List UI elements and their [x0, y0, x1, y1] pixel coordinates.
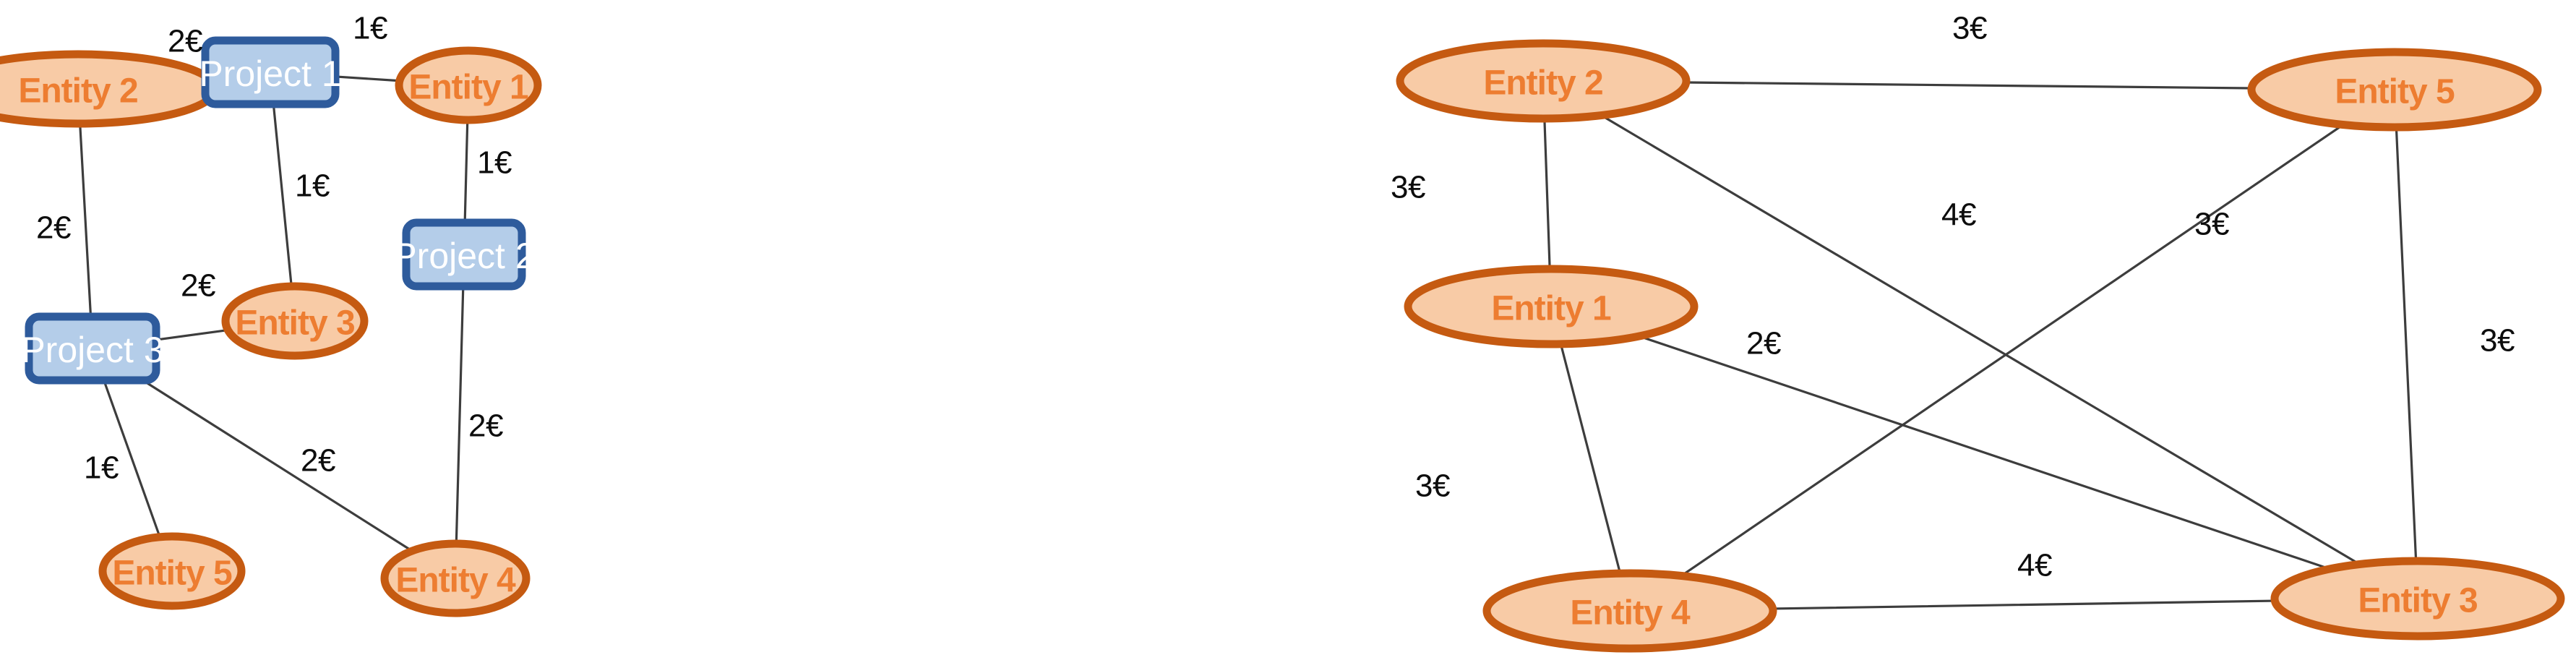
project-shape: [201, 36, 340, 108]
project-label: Project 2: [392, 236, 535, 276]
edge-l-e2-l-p3: [79, 122, 93, 318]
entity-label: Entity 2: [18, 72, 137, 111]
edge-r-e4-r-e3: [1772, 599, 2276, 610]
edge-weight-label: 1€: [477, 145, 512, 181]
entity-shape: [221, 282, 369, 360]
node-project-2[interactable]: Project 2: [392, 218, 536, 291]
entity-label: Entity 4: [395, 562, 516, 600]
edge-r-e2-r-e3: [1600, 114, 2361, 566]
node-shapes-group: Entity 2 Project 1 Entity 1 Project 2 Entity…: [0, 36, 2565, 653]
entity-shape: [2247, 48, 2542, 132]
node-project-1[interactable]: Project 1: [199, 36, 342, 108]
edge-l-p2-l-e4: [455, 285, 465, 545]
entity-label: Entity 3: [235, 304, 354, 343]
edge-r-e1-r-e4: [1559, 343, 1622, 575]
node-project-3[interactable]: Project 3: [21, 312, 164, 385]
project-shape: [402, 218, 526, 291]
edge-l-p1-l-e3: [272, 103, 293, 288]
project-label: Project 3: [21, 330, 163, 370]
entity-shape: [1396, 39, 1691, 123]
edge-weight-label: 3€: [1952, 11, 1987, 46]
edge-r-e1-r-e3: [1638, 335, 2331, 570]
entity-shape: [98, 532, 246, 610]
edge-l-p3-l-e5: [103, 379, 161, 539]
entity-shape: [1482, 569, 1777, 653]
edge-weight-label: 4€: [2017, 548, 2052, 583]
node-entity-3[interactable]: Entity 3: [221, 282, 369, 360]
entity-shape: [2270, 557, 2565, 641]
entity-label: Entity 5: [2335, 73, 2455, 111]
edge-lines-group: [79, 75, 2418, 610]
edge-weight-label: 2€: [468, 408, 503, 444]
edge-l-p1-l-e1: [334, 75, 401, 82]
edge-weight-label: 2€: [1746, 326, 1781, 361]
entity-shape: [395, 46, 542, 124]
edge-weight-label: 2€: [301, 443, 335, 479]
node-entity-5[interactable]: Entity 5: [2247, 48, 2542, 132]
node-entity-1[interactable]: Entity 1: [1404, 265, 1699, 348]
edge-weight-label: 2€: [168, 24, 202, 59]
node-entity-2[interactable]: Entity 2: [0, 50, 220, 128]
project-shape: [25, 312, 160, 385]
edge-weight-label: 3€: [1415, 468, 1450, 504]
edge-l-p3-l-e3: [155, 328, 229, 341]
entity-shape: [380, 539, 531, 617]
edge-weight-label: 4€: [1941, 197, 1976, 233]
edge-l-e1-l-p2: [463, 119, 469, 224]
node-entity-3[interactable]: Entity 3: [2270, 557, 2565, 641]
project-label: Project 1: [199, 53, 341, 94]
entity-label: Entity 4: [1570, 594, 1691, 633]
entity-label: Entity 2: [1483, 64, 1602, 103]
edge-weight-label: 2€: [181, 268, 215, 304]
node-entity-4[interactable]: Entity 4: [380, 539, 531, 617]
edge-labels-group: 2€ 1€ 1€ 2€ 2€ 1€ 2€ 1€ 2€ 3€ 3€ 4€ 2€ 3€ 3€ 3€ 4€: [36, 11, 2515, 583]
entity-shape: [1404, 265, 1699, 348]
edge-r-e2-r-e1: [1543, 117, 1551, 270]
edge-weight-label: 1€: [295, 168, 330, 204]
edge-weight-label: 3€: [2480, 323, 2515, 359]
entity-label: Entity 5: [112, 554, 232, 593]
edge-weight-label: 1€: [84, 450, 119, 486]
edge-r-e2-r-e5: [1685, 81, 2253, 90]
node-entity-4[interactable]: Entity 4: [1482, 569, 1777, 653]
edge-r-e5-r-e4: [1680, 123, 2345, 578]
entity-label: Entity 1: [408, 69, 528, 107]
edge-weight-label: 1€: [353, 11, 387, 46]
edge-weight-label: 3€: [2194, 207, 2229, 242]
edge-weight-label: 2€: [36, 210, 71, 246]
entity-label: Entity 3: [2358, 582, 2477, 620]
node-entity-1[interactable]: Entity 1: [395, 46, 542, 124]
entity-label: Entity 1: [1491, 290, 1611, 328]
edge-l-p3-l-e4: [141, 379, 413, 552]
edge-r-e5-r-e3: [2395, 126, 2418, 562]
node-entity-5[interactable]: Entity 5: [98, 532, 246, 610]
edge-weight-label: 3€: [1391, 170, 1425, 205]
node-entity-2[interactable]: Entity 2: [1396, 39, 1691, 123]
